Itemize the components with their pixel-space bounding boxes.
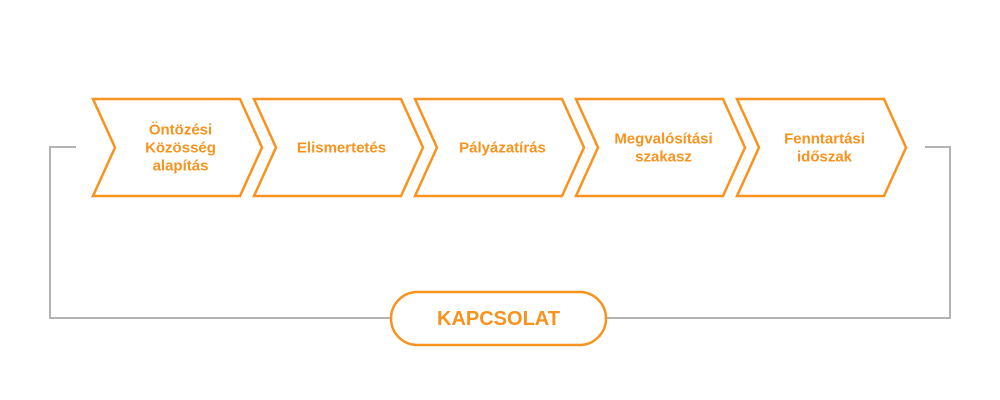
step-label-line: Öntözési — [149, 122, 212, 139]
feedback-loop — [49, 146, 951, 319]
step-chevron-shape — [574, 97, 747, 198]
connector-label: KAPCSOLAT — [437, 308, 560, 330]
step-label-line: Pályázatírás — [459, 140, 546, 157]
step-label-line: alapítás — [153, 158, 209, 175]
process-step-2: Elismertetés — [252, 97, 425, 198]
step-label-line: időszak — [797, 149, 853, 166]
step-chevron-shape — [735, 97, 908, 198]
step-chevron-shape — [252, 97, 425, 198]
step-label-line: Fenntartási — [784, 131, 865, 148]
step-label-line: szakasz — [635, 149, 692, 166]
step-label: Elismertetés — [297, 140, 386, 157]
step-label-line: Elismertetés — [297, 140, 386, 157]
step-label-line: Megvalósítási — [614, 131, 712, 148]
step-chevron-shape — [413, 97, 586, 198]
process-step-3: Pályázatírás — [413, 97, 586, 198]
step-chevron-shape — [91, 97, 264, 198]
connector-pill: KAPCSOLAT — [389, 290, 608, 347]
step-label: Pályázatírás — [459, 140, 546, 157]
step-label-line: Közösség — [145, 140, 216, 157]
loop-line-right — [607, 146, 951, 319]
connector-pill-shape — [389, 290, 608, 347]
loop-line-left — [49, 146, 390, 319]
